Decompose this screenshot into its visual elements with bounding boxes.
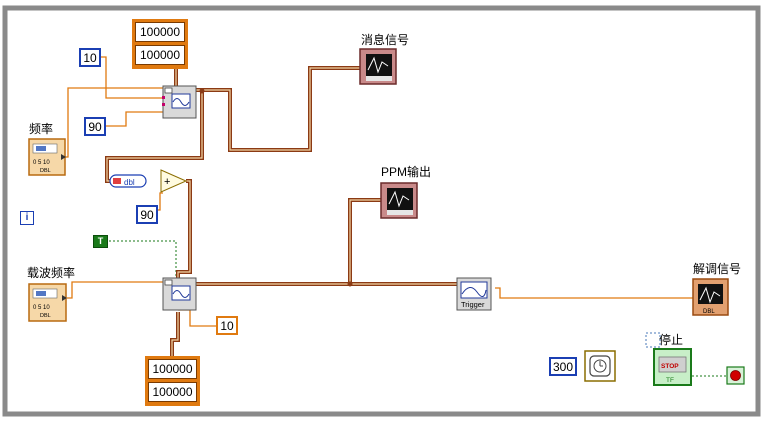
message-signal-graph-indicator[interactable]	[359, 48, 397, 85]
coerce-dbl-node[interactable]: dbl	[109, 174, 147, 188]
true-constant[interactable]: T	[93, 235, 108, 248]
top-count-constant[interactable]: 10	[79, 48, 101, 67]
bottom-array-element-1[interactable]: 100000	[148, 382, 197, 402]
waveform-wires	[105, 66, 458, 358]
demod-signal-graph-indicator[interactable]: DBL	[692, 278, 729, 316]
iteration-terminal[interactable]: i	[20, 211, 34, 225]
demod-signal-label: 解调信号	[693, 262, 742, 276]
carrier-dbl-label: DBL	[40, 313, 51, 319]
bottom-count-constant[interactable]: 10	[216, 316, 238, 335]
loop-condition-terminal[interactable]	[726, 366, 745, 385]
stop-btn-text: STOP	[661, 363, 679, 370]
top-phase-constant[interactable]: 90	[84, 117, 106, 136]
wait-ms-constant[interactable]: 300	[549, 357, 577, 376]
svg-text:+: +	[164, 176, 170, 188]
coerce-dbl-label: dbl	[124, 178, 135, 187]
demod-dbl-label: DBL	[703, 309, 715, 315]
waveform-generator-node-top[interactable]	[162, 85, 197, 119]
waveform-generator-node-bottom[interactable]	[162, 277, 197, 311]
svg-text:0 5 10: 0 5 10	[33, 160, 50, 166]
message-signal-label: 消息信号	[361, 33, 410, 47]
top-array-element-0[interactable]: 100000	[135, 22, 185, 42]
trigger-node[interactable]: Trigger	[456, 277, 492, 311]
ppm-output-graph-indicator[interactable]	[380, 182, 418, 219]
stop-button-control[interactable]: STOP TF	[645, 332, 692, 386]
stop-label: 停止	[659, 333, 684, 347]
trigger-label: Trigger	[461, 300, 485, 309]
ppm-output-label: PPM输出	[381, 165, 432, 179]
bottom-array-element-0[interactable]: 100000	[148, 359, 197, 379]
stop-tf-label: TF	[666, 377, 674, 384]
diagram-frame	[2, 5, 761, 417]
bottom-array-constant[interactable]: 100000 100000	[145, 356, 200, 406]
top-array-element-1[interactable]: 100000	[135, 45, 185, 65]
carrier-frequency-slide-control[interactable]: 0 5 10 DBL	[28, 283, 67, 322]
add-node[interactable]: +	[160, 169, 188, 193]
carrier-frequency-label: 载波频率	[27, 266, 76, 280]
svg-text:0 5 10: 0 5 10	[33, 305, 50, 311]
frequency-label: 频率	[29, 122, 54, 136]
boolean-wires	[109, 240, 728, 377]
true-constant-text: T	[97, 236, 104, 246]
top-array-constant[interactable]: 100000 100000	[132, 19, 188, 69]
frequency-dbl-label: DBL	[40, 168, 51, 174]
frequency-slide-control[interactable]: 0 5 10 DBL	[28, 138, 66, 176]
wait-ms-node[interactable]	[584, 350, 616, 382]
iteration-terminal-text: i	[25, 212, 29, 223]
add-offset-constant[interactable]: 90	[136, 205, 158, 224]
